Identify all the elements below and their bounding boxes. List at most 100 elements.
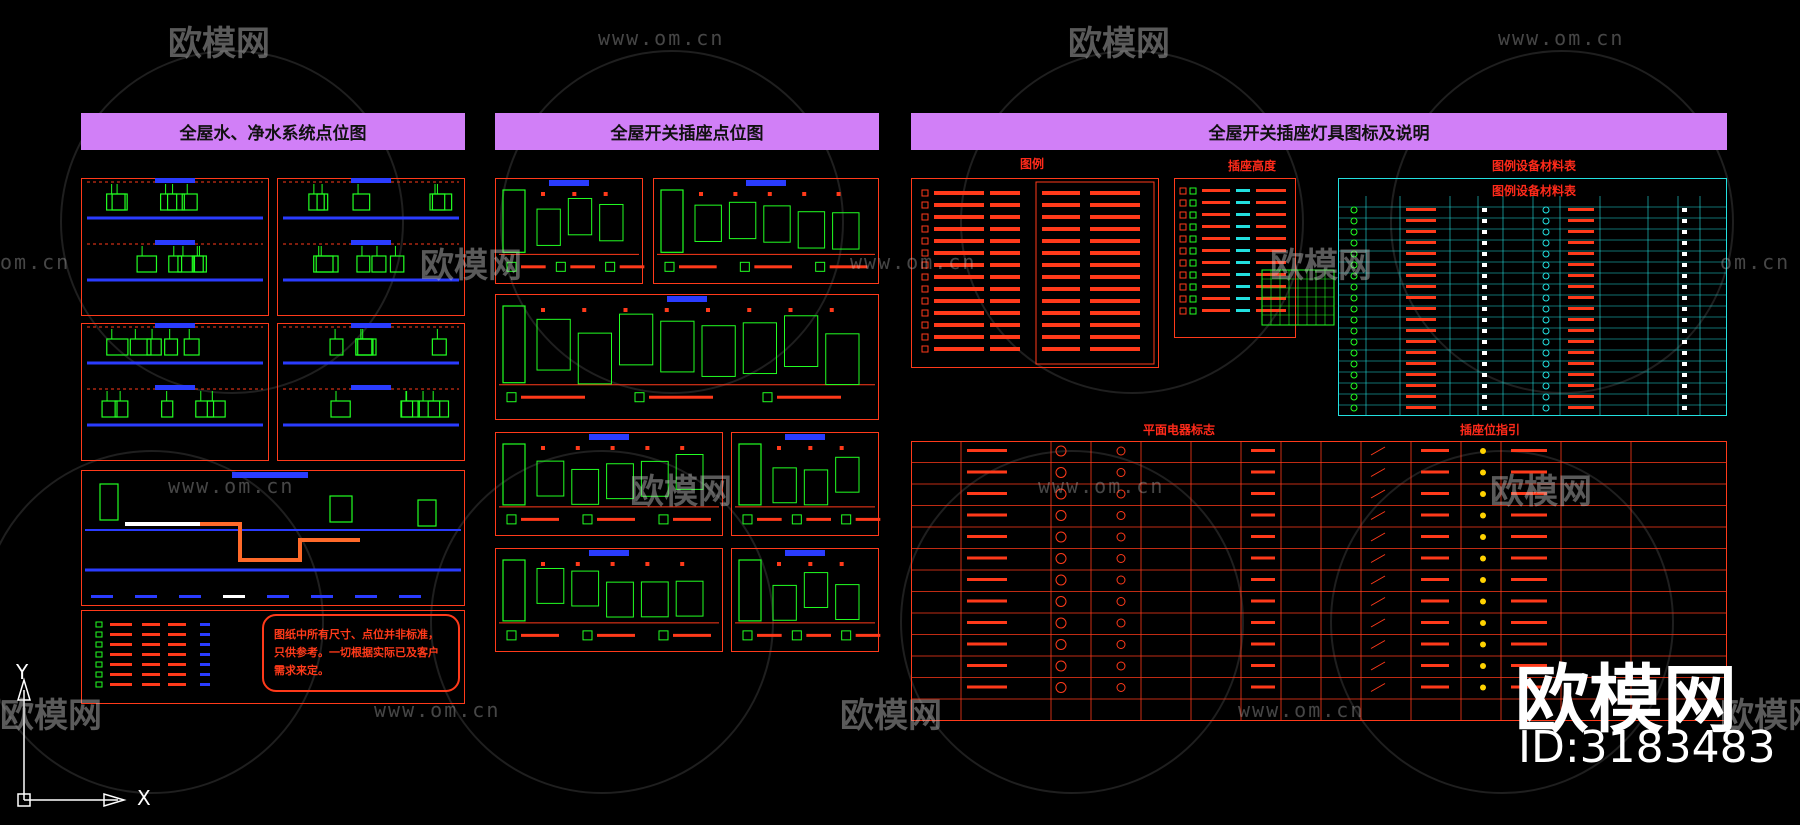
cabinet xyxy=(567,197,593,236)
switch-elevation-frame-7[interactable] xyxy=(731,548,879,652)
cabinet xyxy=(784,315,819,368)
switch-elevation-frame-1[interactable] xyxy=(495,178,643,284)
legend-text-bar xyxy=(110,683,132,686)
socket-mark xyxy=(839,562,844,566)
watermark-logo: 欧模网 xyxy=(168,24,270,64)
switch-symbol xyxy=(1370,575,1386,585)
legend-symbol xyxy=(921,237,929,245)
water-system-diagram-frame[interactable] xyxy=(81,470,465,606)
switch-elevation-frame-4[interactable] xyxy=(495,432,723,536)
socket-mark xyxy=(582,308,587,312)
legend-text-bar xyxy=(934,251,984,255)
label-bar xyxy=(155,385,195,390)
plan-symbol xyxy=(1116,597,1126,606)
height-text-bar xyxy=(1236,213,1250,216)
legend-text-bar xyxy=(934,239,984,243)
equip-symbol xyxy=(1542,382,1550,390)
switch-elevation-frame-3[interactable] xyxy=(495,294,879,420)
legend-symbol xyxy=(921,189,929,197)
legend-text-bar xyxy=(934,311,984,315)
legend-text-bar xyxy=(200,673,210,676)
equip-symbol xyxy=(1542,404,1550,412)
cabinet xyxy=(571,468,600,505)
legend-text-bar xyxy=(990,227,1020,231)
switch-symbol xyxy=(1370,554,1386,563)
socket-mark xyxy=(575,562,580,566)
equip-symbol xyxy=(1542,316,1550,324)
cabinet xyxy=(536,567,565,604)
label-bar xyxy=(667,296,707,302)
socket-mark xyxy=(706,308,710,312)
legend-text-bar xyxy=(1090,275,1140,279)
legend-text-bar xyxy=(990,215,1020,219)
legend-frame[interactable] xyxy=(911,178,1159,368)
legend-bar xyxy=(267,595,289,598)
socket-height-frame[interactable] xyxy=(1174,178,1296,338)
equip-dot xyxy=(1682,263,1687,267)
legend-symbol xyxy=(921,297,929,305)
watermark-url: www.om.cn xyxy=(850,250,977,274)
plan-text-bar xyxy=(967,599,1007,603)
equip-text-bar xyxy=(1568,219,1594,222)
plan-text-bar xyxy=(1251,556,1275,560)
brand-id: ID:3183483 xyxy=(1518,722,1776,773)
socket-mark xyxy=(645,562,650,566)
plan-symbol xyxy=(1116,511,1126,520)
height-text-bar xyxy=(1202,189,1230,192)
legend-text-bar xyxy=(110,643,132,646)
plan-text-bar xyxy=(1511,642,1547,646)
plan-symbol-table-frame[interactable] xyxy=(911,441,1727,721)
socket-detail xyxy=(739,261,750,272)
height-symbol xyxy=(1189,223,1197,231)
equip-dot xyxy=(1682,395,1687,399)
equipment-table-frame[interactable] xyxy=(1338,178,1727,416)
cabinet xyxy=(675,454,704,490)
equip-symbol xyxy=(1542,294,1550,302)
plan-text-bar xyxy=(967,449,1007,452)
socket-detail xyxy=(762,392,773,403)
equip-symbol xyxy=(1542,272,1550,280)
switch-elevation-frame-2[interactable] xyxy=(653,178,879,284)
equip-dot xyxy=(1482,373,1487,377)
switch-symbol xyxy=(1370,532,1386,542)
cabinet xyxy=(606,463,634,500)
watermark-circle xyxy=(900,450,1244,794)
water-heater xyxy=(99,483,119,521)
equip-dot xyxy=(1482,208,1487,212)
equip-text-bar xyxy=(1568,384,1594,387)
legend-text-bar xyxy=(1090,251,1140,255)
cabinet xyxy=(640,581,669,618)
plan-text-bar xyxy=(1511,492,1547,495)
fixture xyxy=(101,400,118,418)
plan-text-bar xyxy=(1421,642,1449,646)
water-legend-frame[interactable] xyxy=(81,610,465,704)
equip-text-bar xyxy=(1406,384,1436,387)
socket-detail xyxy=(634,392,645,403)
legend-text-bar xyxy=(934,215,984,219)
equip-text-bar xyxy=(1406,252,1436,255)
plan-text-bar xyxy=(1421,449,1449,452)
equip-dot xyxy=(1482,296,1487,300)
plan-text-bar xyxy=(967,470,1007,474)
plan-text-bar xyxy=(1251,621,1275,624)
fixture xyxy=(308,193,325,211)
equip-text-bar xyxy=(1406,406,1436,409)
height-text-bar xyxy=(1236,285,1250,288)
equip-symbol xyxy=(1542,338,1550,346)
drawing-note: 图纸中所有尺寸、点位并非标准，只供参考。一切根据实际已及客户需求来定。 xyxy=(262,614,460,692)
equip-text-bar xyxy=(1406,318,1436,321)
label-bar xyxy=(785,434,825,440)
height-text-bar xyxy=(1256,201,1286,204)
legend-text-bar xyxy=(934,299,984,303)
switch-elevation-frame-6[interactable] xyxy=(495,548,723,652)
door xyxy=(738,443,762,506)
socket-detail xyxy=(506,392,517,403)
legend-text-bar xyxy=(168,623,186,626)
equip-dot xyxy=(1682,208,1687,212)
equip-symbol xyxy=(1350,382,1358,390)
legend-text-bar xyxy=(200,683,210,686)
switch-elevation-frame-5[interactable] xyxy=(731,432,879,536)
legend-symbol xyxy=(921,345,929,353)
legend-text-bar xyxy=(110,673,132,676)
